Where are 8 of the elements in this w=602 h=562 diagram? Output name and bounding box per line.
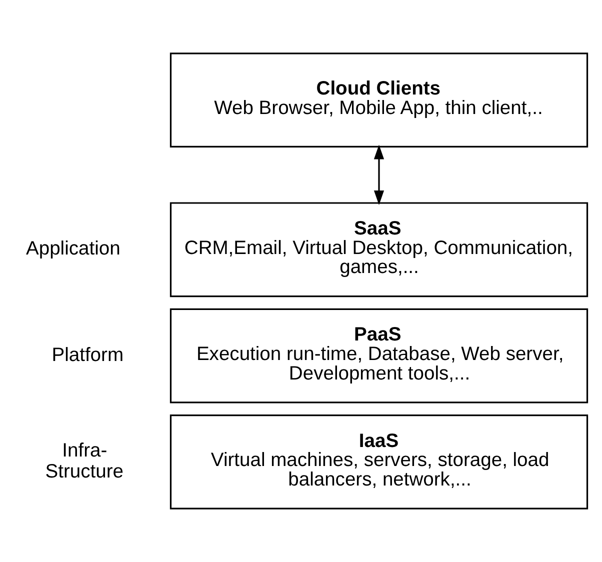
node-label: Platform — [52, 344, 124, 366]
node-box: Cloud Clients Web Browser, Mobile App, thin client,.. — [170, 52, 588, 148]
arrow — [374, 144, 384, 205]
node-box: SaaS CRM,Email, Virtual Desktop, Communication, games,... — [170, 202, 588, 298]
node-box: PaaS Execution run-time, Database, Web server, Development tools,... — [170, 308, 588, 404]
node-box: IaaS Virtual machines, servers, storage, load balancers, network,... — [170, 414, 588, 510]
node-label: Infra- Structure — [45, 440, 124, 482]
node-label: Application — [26, 238, 120, 260]
